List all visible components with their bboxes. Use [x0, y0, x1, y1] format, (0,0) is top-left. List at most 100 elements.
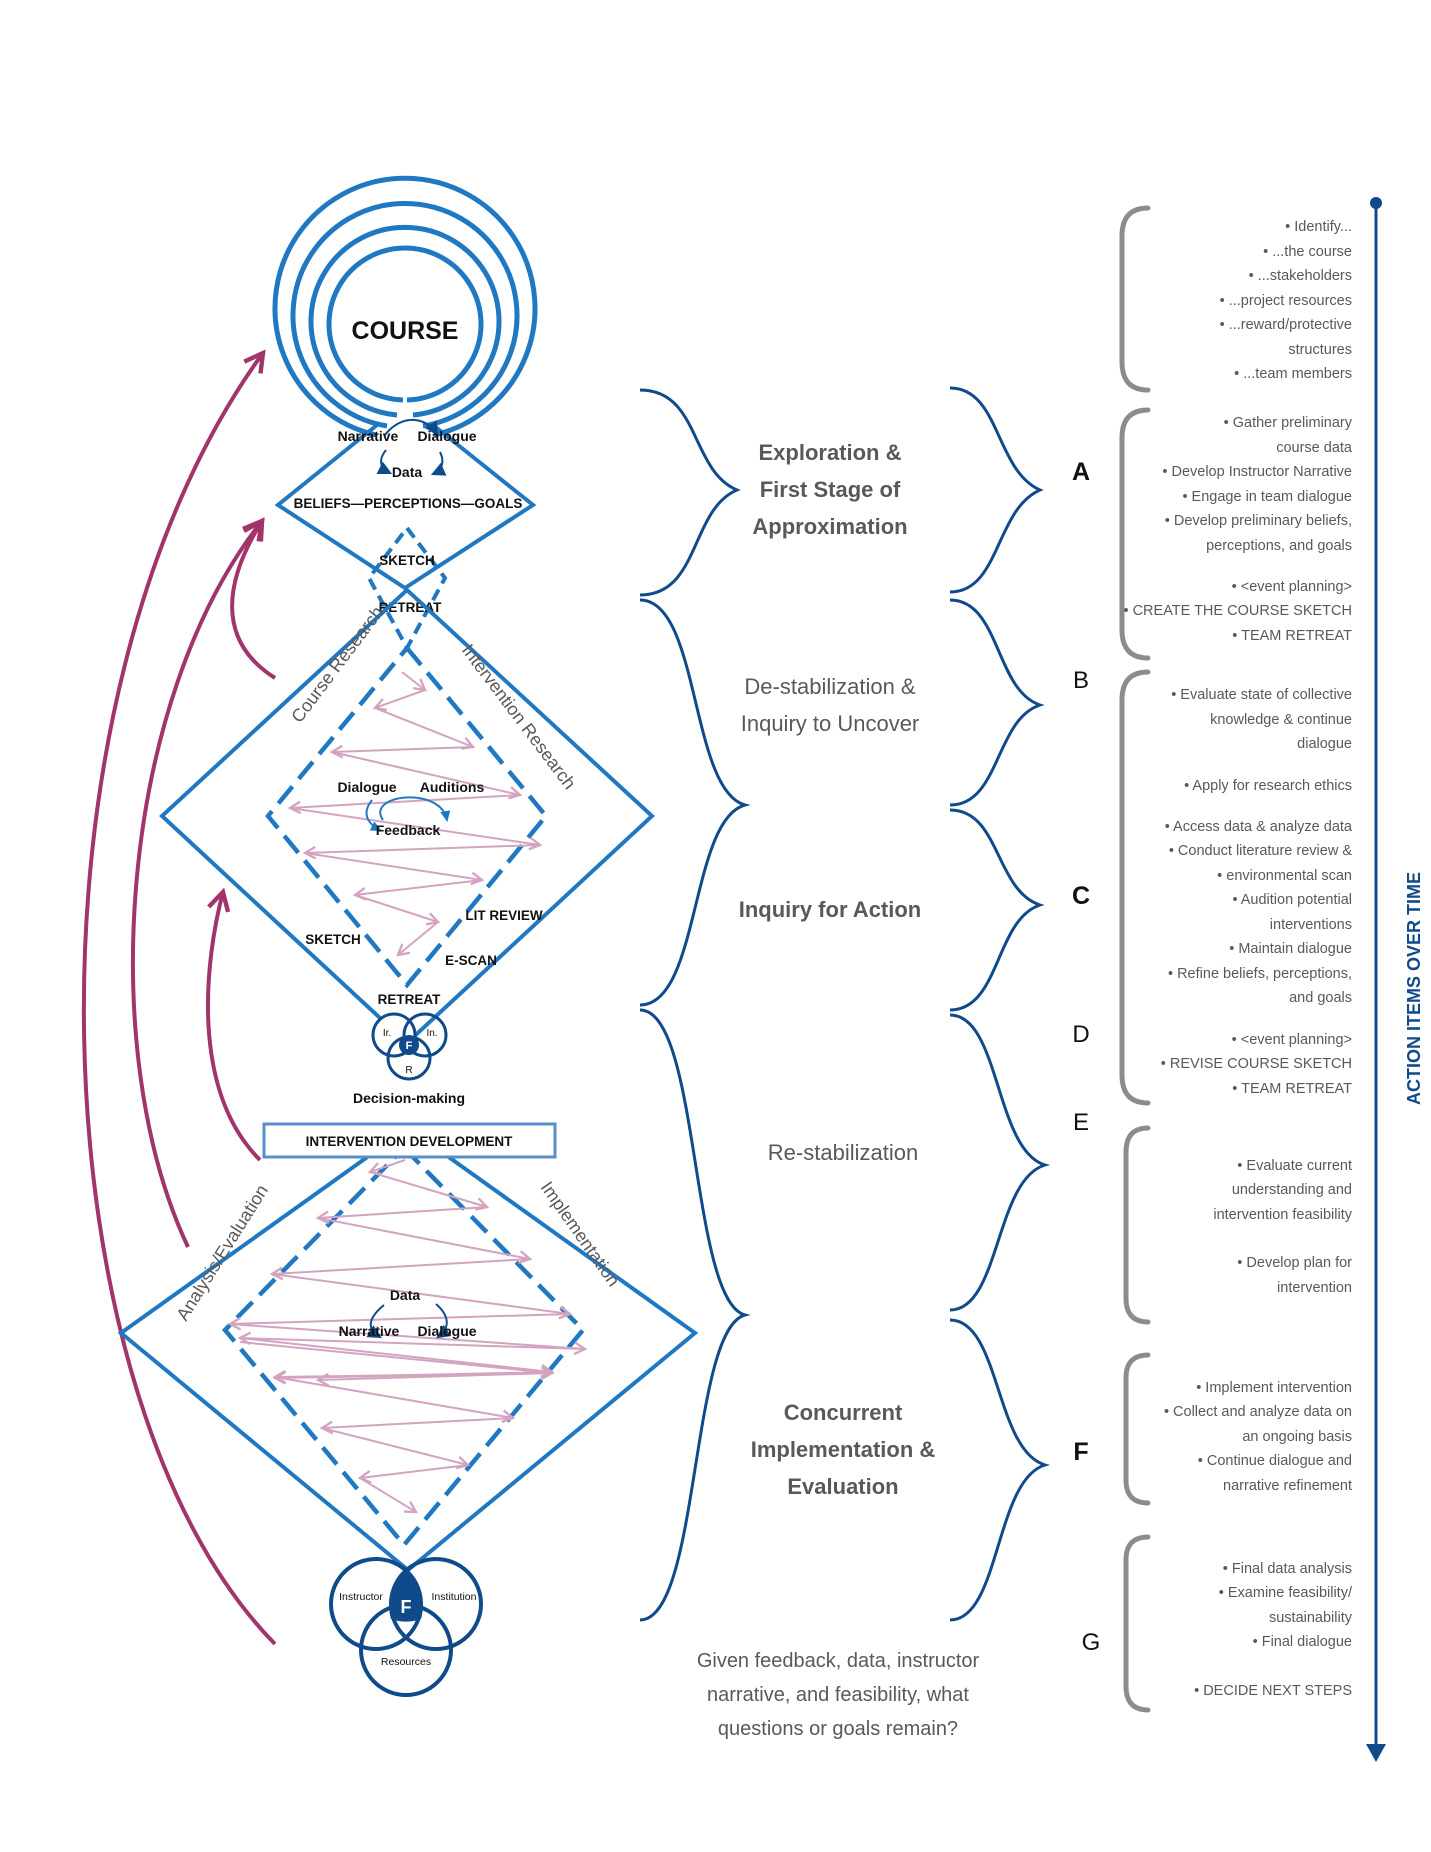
g0-line6: structures [1288, 342, 1352, 358]
big-venn: Instructor Institution F Resources [329, 1557, 483, 1697]
phase-label-2: De-stabilization & Inquiry to Uncover [741, 674, 920, 736]
g2c-line6: • Maintain dialogue [1229, 941, 1352, 957]
small-venn-r: R [405, 1065, 412, 1076]
g5b-line1: • DECIDE NEXT STEPS [1194, 1683, 1352, 1699]
phase-label-1: Exploration & First Stage of Approximati… [752, 440, 907, 539]
mid-cycle-auditions: Auditions [420, 779, 485, 795]
top-diamond [274, 423, 537, 591]
g4-line4: • Continue dialogue and [1198, 1453, 1352, 1469]
g4-line2: • Collect and analyze data on [1164, 1404, 1352, 1420]
g5a-line2: • Examine feasibility/ [1219, 1585, 1353, 1601]
closing-question: Given feedback, data, instructor narrati… [697, 1650, 980, 1740]
g1-line4: • Engage in team dialogue [1182, 489, 1352, 505]
small-venn-ir: Ir. [383, 1028, 391, 1039]
sketch2-label: SKETCH [305, 932, 361, 947]
letter-g: G [1082, 1629, 1101, 1656]
bottom-cycle-data: Data [390, 1287, 421, 1303]
phase-braces-left [639, 388, 751, 1622]
g0-line7: • ...team members [1234, 366, 1352, 382]
g1-line1: • Gather preliminary [1224, 415, 1353, 431]
g5a-line4: • Final dialogue [1253, 1634, 1352, 1650]
middle-dashed-diamond [265, 644, 549, 989]
g0-line4: • ...project resources [1220, 293, 1352, 309]
small-venn: Ir. In. F R [371, 1012, 448, 1081]
g2c-line1: • Access data & analyze data [1165, 819, 1353, 835]
beliefs-label: BELIEFS—PERCEPTIONS—GOALS [294, 496, 523, 511]
g2d-line1: • <event planning> [1232, 1032, 1352, 1048]
course-rings [272, 175, 538, 438]
analysis-evaluation-label: Analysis/Evaluation [172, 1181, 272, 1324]
middle-diamond [159, 587, 655, 1046]
g0-line5: • ...reward/protective [1220, 317, 1352, 333]
intervention-dev-label: INTERVENTION DEVELOPMENT [306, 1134, 514, 1149]
g0-line3: • ...stakeholders [1249, 268, 1352, 284]
phase1-line1: Exploration & [758, 440, 901, 465]
g4-line5: narrative refinement [1223, 1478, 1352, 1494]
letter-a: A [1072, 458, 1090, 486]
middle-zigzag [290, 671, 540, 955]
question-line3: questions or goals remain? [718, 1718, 958, 1740]
time-axis-start-dot [1370, 197, 1382, 209]
intervention-research-label: Intervention Research [458, 640, 580, 793]
top-cycle: Narrative Dialogue Data [338, 419, 477, 480]
g2c-line3: • environmental scan [1217, 868, 1352, 884]
action-brackets [1119, 205, 1151, 1713]
phase2-line2: Inquiry to Uncover [741, 711, 920, 736]
bottom-cycle-dialogue: Dialogue [417, 1323, 476, 1339]
bottom-zigzag-lower [239, 1341, 552, 1512]
g3a-line2: understanding and [1232, 1182, 1352, 1198]
g1b-line3: • TEAM RETREAT [1232, 628, 1352, 644]
time-axis-label: ACTION ITEMS OVER TIME [1404, 872, 1424, 1105]
phase5-line2: Implementation & [751, 1437, 936, 1462]
mid-cycle-feedback: Feedback [376, 822, 441, 838]
bottom-diamond [117, 1125, 699, 1573]
g3a-line1: • Evaluate current [1237, 1158, 1352, 1174]
g2a-line3: dialogue [1297, 736, 1352, 752]
feedback-arrow-outer [81, 353, 277, 1646]
g3b-line1: • Develop plan for [1237, 1255, 1352, 1271]
big-venn-resources: Resources [381, 1656, 431, 1668]
g3b-line2: intervention [1277, 1280, 1352, 1296]
phase3-line1: Inquiry for Action [739, 897, 922, 922]
middle-cycle: Dialogue Auditions Feedback [337, 779, 484, 838]
g2a-line1: • Evaluate state of collective [1171, 687, 1352, 703]
g5a-line1: • Final data analysis [1223, 1561, 1352, 1577]
question-line1: Given feedback, data, instructor [697, 1650, 980, 1672]
phase-label-5: Concurrent Implementation & Evaluation [751, 1400, 936, 1499]
stage-letters: A B C D E F G [1072, 458, 1100, 1656]
g1b-line1: • <event planning> [1232, 579, 1352, 595]
action-items: • Identify... • ...the course • ...stake… [1123, 219, 1352, 1699]
g3a-line3: intervention feasibility [1213, 1207, 1352, 1223]
g1-line6: perceptions, and goals [1206, 538, 1352, 554]
phase4-line1: Re-stabilization [768, 1140, 918, 1165]
small-venn-f: F [406, 1040, 413, 1052]
g1-line2: course data [1276, 440, 1353, 456]
feedback-arrow-third [230, 521, 277, 680]
g2c-line5: interventions [1270, 917, 1352, 933]
letter-b: B [1073, 667, 1089, 694]
g2c-line7: • Refine beliefs, perceptions, [1168, 966, 1352, 982]
bottom-cycle-narrative: Narrative [339, 1323, 400, 1339]
top-cycle-data: Data [392, 464, 423, 480]
decision-making-label: Decision-making [353, 1090, 465, 1106]
g2d-line2: • REVISE COURSE SKETCH [1161, 1056, 1352, 1072]
phase5-line3: Evaluation [787, 1474, 898, 1499]
sketch-label: SKETCH [379, 553, 435, 568]
course-research-label: Course Research [287, 603, 387, 727]
letter-f: F [1073, 1438, 1088, 1466]
top-cycle-narrative: Narrative [338, 428, 399, 444]
g2b-line1: • Apply for research ethics [1184, 778, 1352, 794]
bottom-dashed-diamond [221, 1144, 587, 1549]
time-axis: ACTION ITEMS OVER TIME [1366, 197, 1424, 1762]
big-venn-instructor: Instructor [339, 1591, 383, 1603]
bottom-cycle: Data Narrative Dialogue [339, 1287, 477, 1339]
phase-braces-right [949, 386, 1051, 1622]
g0-line2: • ...the course [1263, 244, 1352, 260]
g1-line5: • Develop preliminary beliefs, [1165, 513, 1352, 529]
small-venn-in: In. [426, 1028, 437, 1039]
g4-line3: an ongoing basis [1242, 1429, 1352, 1445]
g5a-line3: sustainability [1269, 1610, 1353, 1626]
feedback-arrow-fourth [205, 892, 262, 1162]
g2c-line2: • Conduct literature review & [1169, 843, 1353, 859]
g2a-line2: knowledge & continue [1210, 712, 1352, 728]
